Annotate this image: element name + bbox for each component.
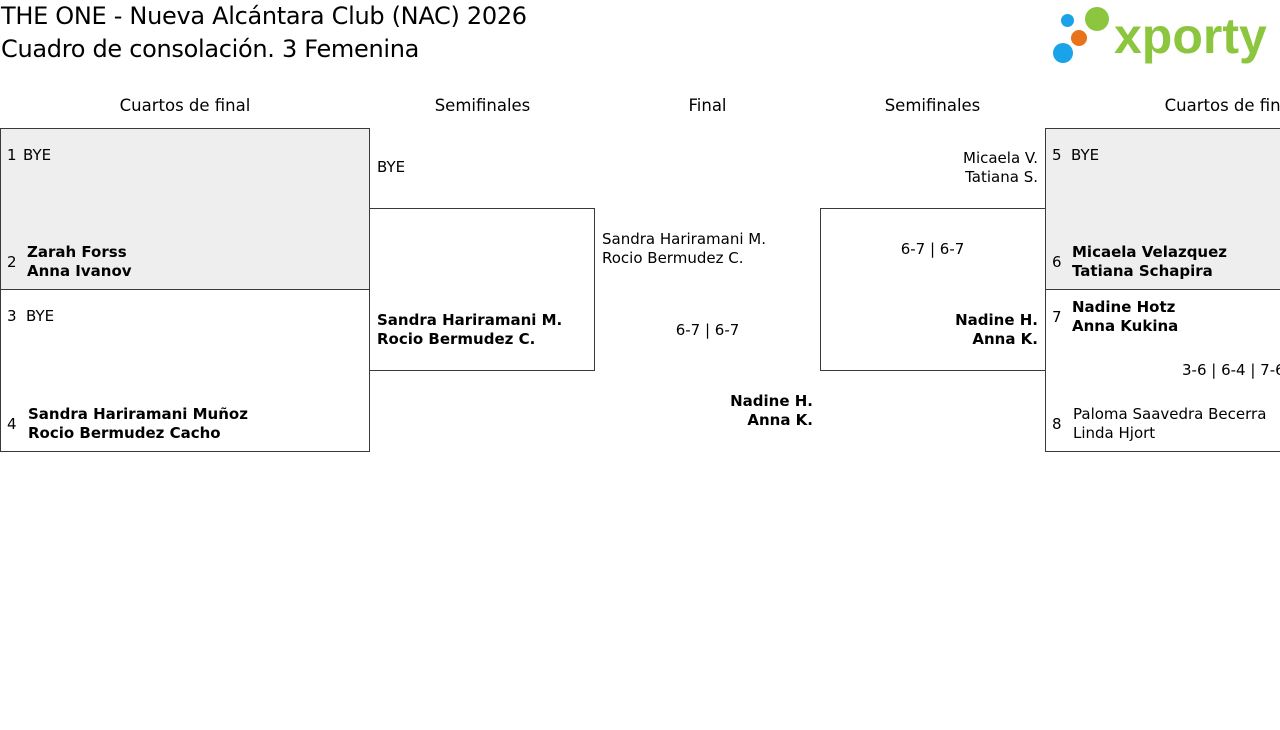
player-name: BYE: [26, 307, 55, 325]
logo-dot-orange: [1071, 30, 1087, 46]
logo-dot-green: [1085, 7, 1109, 31]
player-name: Micaela V.: [963, 149, 1038, 167]
player-name: Paloma Saavedra Becerra: [1073, 405, 1267, 423]
logo-text: xporty: [1114, 8, 1267, 64]
player-name: BYE: [23, 146, 52, 164]
player-name: Nadine Hotz: [1072, 298, 1176, 316]
logo-dot-blue-small: [1061, 14, 1074, 27]
player-name: Zarah Forss: [27, 243, 127, 261]
seed-number: 5: [1052, 146, 1062, 164]
player-name: Anna K.: [972, 330, 1038, 348]
logo-dot-blue: [1053, 43, 1073, 63]
page-subtitle: Cuadro de consolación. 3 Femenina: [1, 35, 420, 63]
round-header-left-sf: Semifinales: [434, 96, 531, 115]
page-title: THE ONE - Nueva Alcántara Club (NAC) 202…: [1, 2, 527, 30]
player-name: Anna Ivanov: [27, 262, 132, 280]
player-name: Sandra Hariramani M.: [377, 311, 563, 329]
seed-number: 2: [7, 253, 17, 271]
seed-number: 3: [7, 307, 17, 325]
match-score: 6-7 | 6-7: [675, 321, 740, 339]
right-qf-match-2[interactable]: [1045, 289, 1280, 452]
left-sf-match[interactable]: [369, 208, 595, 371]
player-name: BYE: [377, 158, 406, 176]
right-qf-match-1[interactable]: [1045, 128, 1280, 290]
player-name: Rocio Bermudez C.: [377, 330, 536, 348]
player-name: Linda Hjort: [1073, 424, 1156, 442]
round-header-left-qf: Cuartos de final: [119, 96, 251, 115]
round-header-right-qf: Cuartos de final: [1164, 96, 1280, 115]
left-qf-match-1[interactable]: [0, 128, 370, 290]
player-name: Rocio Bermudez Cacho: [28, 424, 221, 442]
champion-name: Nadine H.: [730, 392, 813, 410]
player-name: Rocio Bermudez C.: [602, 249, 744, 267]
seed-number: 8: [1052, 415, 1062, 433]
match-score: 3-6 | 6-4 | 7-6: [1182, 361, 1280, 379]
player-name: BYE: [1071, 146, 1100, 164]
player-name: Micaela Velazquez: [1072, 243, 1228, 261]
round-header-final: Final: [688, 96, 727, 115]
player-name: Tatiana Schapira: [1072, 262, 1213, 280]
player-name: Sandra Hariramani M.: [602, 230, 766, 248]
player-name: Tatiana S.: [965, 168, 1038, 186]
seed-number: 4: [7, 415, 17, 433]
seed-number: 7: [1052, 308, 1062, 326]
player-name: Sandra Hariramani Muñoz: [28, 405, 248, 423]
round-header-right-sf: Semifinales: [884, 96, 981, 115]
champion-name: Anna K.: [747, 411, 813, 429]
player-name: Nadine H.: [955, 311, 1038, 329]
seed-number: 1: [7, 146, 17, 164]
xporty-logo[interactable]: xporty: [1050, 2, 1280, 68]
seed-number: 6: [1052, 253, 1062, 271]
player-name: Anna Kukina: [1072, 317, 1179, 335]
match-score: 6-7 | 6-7: [900, 240, 965, 258]
